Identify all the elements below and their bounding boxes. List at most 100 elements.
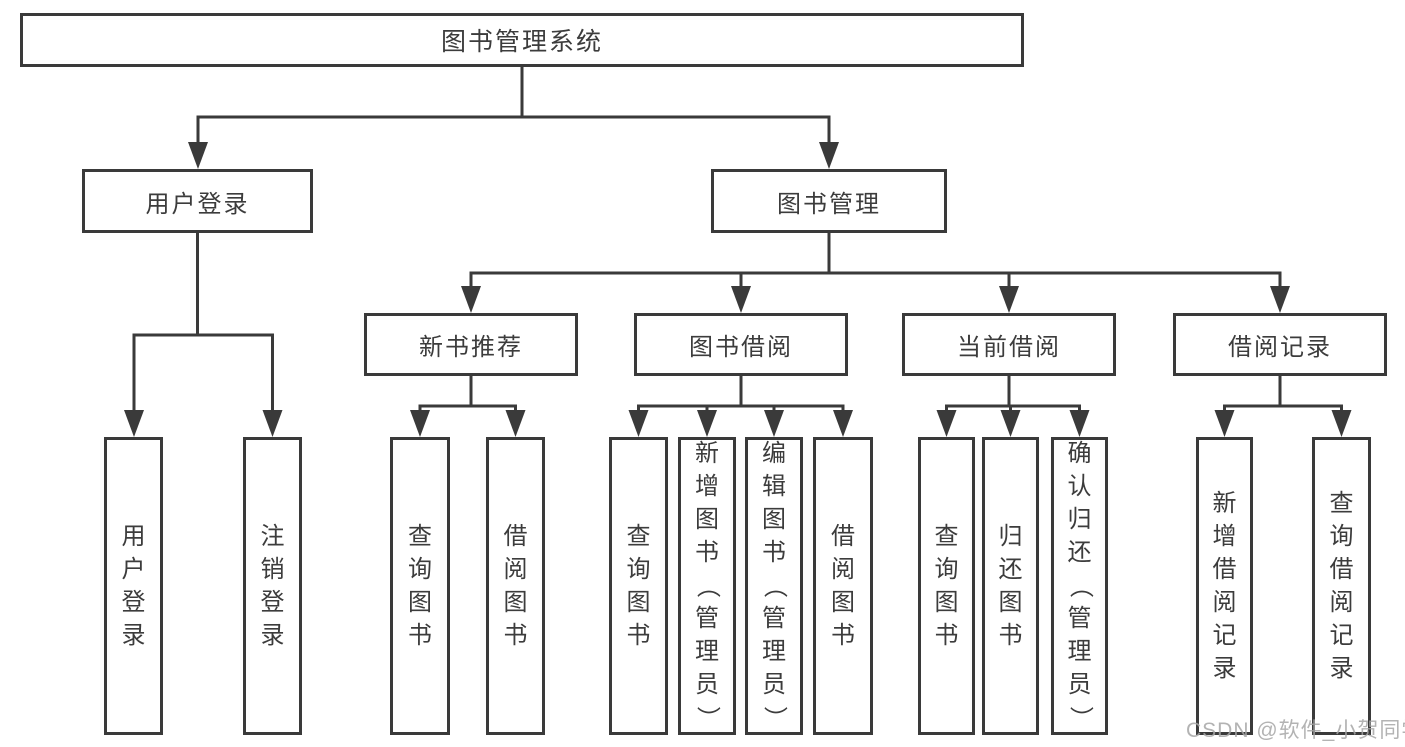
vertical-char: 还 <box>1067 539 1092 566</box>
vertical-char: 阅 <box>503 555 528 583</box>
vertical-char: 编 <box>762 440 786 467</box>
vertical-char: 图 <box>695 506 719 533</box>
vertical-char: （ <box>761 574 788 598</box>
vertical-char: 图 <box>998 588 1023 616</box>
leaf-add-borrow-record: 新增借阅记录 <box>1196 437 1253 735</box>
vertical-char: ） <box>694 706 721 730</box>
vertical-char: 管 <box>762 605 786 632</box>
vertical-char: 查 <box>626 522 651 550</box>
leaf-edit-book-admin: 编辑图书 （ 管理员 ） <box>745 437 803 735</box>
vertical-char: 户 <box>121 555 146 583</box>
leaf-add-book-admin: 新增图书 （ 管理员 ） <box>678 437 736 735</box>
node-book-borrowing: 图书借阅 <box>634 313 848 376</box>
vertical-char: 注 <box>260 522 285 550</box>
vertical-char: 管 <box>1067 605 1092 632</box>
vertical-char: 销 <box>260 555 285 583</box>
leaf-query-books-recommend: 查询图书 <box>390 437 450 735</box>
leaf-confirm-return-admin: 确认归还 （ 管理员 ） <box>1051 437 1108 735</box>
vertical-char: 阅 <box>831 555 855 583</box>
node-label: 图书借阅 <box>689 334 793 361</box>
node-label: 新书推荐 <box>419 334 523 361</box>
vertical-char: 图 <box>762 506 786 533</box>
vertical-char: 员 <box>1067 671 1092 698</box>
vertical-char: 记 <box>1329 621 1354 649</box>
vertical-char: 确 <box>1067 440 1092 467</box>
vertical-char: 书 <box>503 621 528 649</box>
leaf-logout: 注销登录 <box>243 437 302 735</box>
leaf-query-borrow-record: 查询借阅记录 <box>1312 437 1371 735</box>
vertical-char: 询 <box>934 555 959 583</box>
vertical-char: 图 <box>934 588 959 616</box>
vertical-char: 图 <box>503 588 528 616</box>
vertical-char: 询 <box>408 555 432 583</box>
vertical-char: 书 <box>408 621 432 649</box>
vertical-char: 还 <box>998 555 1023 583</box>
leaf-query-books-current: 查询图书 <box>918 437 975 735</box>
vertical-char: 用 <box>121 522 146 550</box>
watermark: CSDN @软件_小贺同学 <box>1186 719 1405 742</box>
leaf-return-books: 归还图书 <box>982 437 1039 735</box>
vertical-char: 录 <box>1212 654 1237 682</box>
vertical-char: 增 <box>695 473 719 500</box>
vertical-char: 图 <box>408 588 432 616</box>
vertical-char: 员 <box>762 671 786 698</box>
node-label: 图书管理 <box>777 190 881 218</box>
vertical-char: 图 <box>831 588 855 616</box>
node-borrowing-records: 借阅记录 <box>1173 313 1387 376</box>
vertical-char: 录 <box>121 621 146 649</box>
vertical-char: 借 <box>1329 555 1354 583</box>
vertical-char: 查 <box>934 522 959 550</box>
vertical-char: 阅 <box>1329 588 1354 616</box>
vertical-char: 理 <box>762 638 786 665</box>
vertical-char: 认 <box>1067 473 1092 500</box>
vertical-char: 书 <box>998 621 1023 649</box>
vertical-char: 借 <box>1212 555 1237 583</box>
vertical-char: 录 <box>260 621 285 649</box>
vertical-char: 新 <box>1212 489 1237 517</box>
node-book-management: 图书管理 <box>711 169 947 233</box>
node-label: 当前借阅 <box>957 334 1061 361</box>
vertical-char: 询 <box>626 555 651 583</box>
vertical-char: 归 <box>998 522 1023 550</box>
node-current-borrowing: 当前借阅 <box>902 313 1116 376</box>
vertical-char: 员 <box>695 671 719 698</box>
leaf-borrow-books-borrowing: 借阅图书 <box>813 437 873 735</box>
vertical-char: ） <box>761 706 788 730</box>
leaf-query-books-borrowing: 查询图书 <box>609 437 668 735</box>
leaf-user-login: 用户登录 <box>104 437 163 735</box>
vertical-char: 书 <box>934 621 959 649</box>
vertical-char: 归 <box>1067 506 1092 533</box>
node-user-login: 用户登录 <box>82 169 313 233</box>
vertical-char: （ <box>694 574 721 598</box>
vertical-char: 录 <box>1329 654 1354 682</box>
vertical-char: 书 <box>626 621 651 649</box>
vertical-char: 理 <box>1067 638 1092 665</box>
vertical-char: 借 <box>831 522 855 550</box>
node-label: 图书管理系统 <box>440 28 603 56</box>
leaf-borrow-books-recommend: 借阅图书 <box>486 437 545 735</box>
node-label: 借阅记录 <box>1228 334 1332 361</box>
node-library-management-system: 图书管理系统 <box>20 13 1024 67</box>
vertical-char: 书 <box>831 621 855 649</box>
vertical-char: 辑 <box>762 473 786 500</box>
vertical-char: （ <box>1066 574 1094 598</box>
vertical-char: 增 <box>1212 522 1237 550</box>
vertical-char: 记 <box>1212 621 1237 649</box>
vertical-char: 理 <box>695 638 719 665</box>
node-new-book-recommend: 新书推荐 <box>364 313 578 376</box>
vertical-char: 借 <box>503 522 528 550</box>
vertical-char: 书 <box>762 539 786 566</box>
vertical-char: 新 <box>695 440 719 467</box>
vertical-char: 图 <box>626 588 651 616</box>
vertical-char: 询 <box>1329 522 1354 550</box>
vertical-char: 管 <box>695 605 719 632</box>
node-label: 用户登录 <box>145 190 250 218</box>
vertical-char: 阅 <box>1212 588 1237 616</box>
vertical-char: 查 <box>408 522 432 550</box>
vertical-char: ） <box>1066 706 1094 730</box>
vertical-char: 登 <box>121 588 146 616</box>
vertical-char: 登 <box>260 588 285 616</box>
vertical-char: 书 <box>695 539 719 566</box>
